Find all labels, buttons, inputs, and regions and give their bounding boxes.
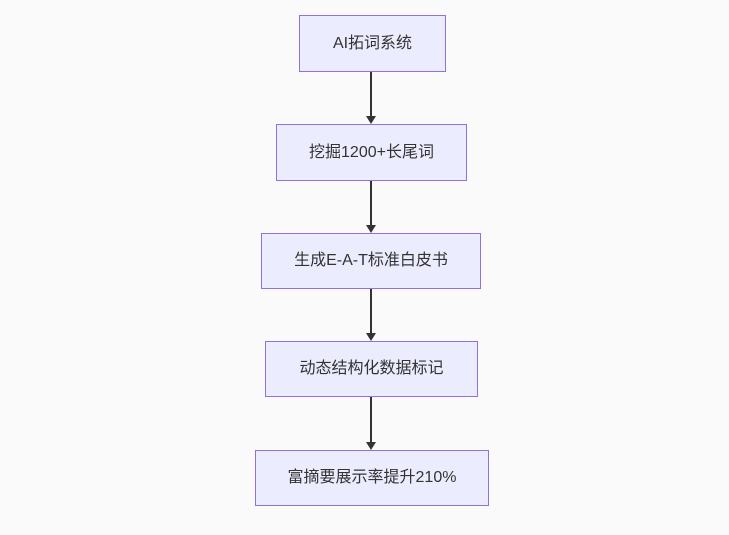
flowchart-arrow-4 — [365, 397, 377, 450]
arrow-line — [370, 289, 372, 333]
node-label: 生成E-A-T标准白皮书 — [294, 252, 448, 270]
arrow-line — [370, 397, 372, 442]
flowchart-node-ai-keyword-system: AI拓词系统 — [299, 15, 446, 72]
node-label: 挖掘1200+长尾词 — [309, 143, 434, 161]
flowchart-node-eat-whitepaper: 生成E-A-T标准白皮书 — [261, 233, 481, 289]
node-label: 富摘要展示率提升210% — [287, 469, 457, 487]
flowchart-arrow-1 — [365, 72, 377, 124]
arrow-head-icon — [366, 225, 376, 233]
flowchart-node-longtail-mining: 挖掘1200+长尾词 — [276, 124, 467, 181]
flowchart-node-rich-snippet-result: 富摘要展示率提升210% — [255, 450, 489, 506]
flowchart-node-structured-data-markup: 动态结构化数据标记 — [265, 341, 478, 397]
flowchart-arrow-3 — [365, 289, 377, 341]
node-label: 动态结构化数据标记 — [299, 360, 444, 378]
arrow-line — [370, 72, 372, 116]
arrow-head-icon — [366, 116, 376, 124]
node-label: AI拓词系统 — [332, 34, 413, 52]
flowchart-arrow-2 — [365, 181, 377, 233]
arrow-line — [370, 181, 372, 225]
arrow-head-icon — [366, 333, 376, 341]
arrow-head-icon — [366, 442, 376, 450]
